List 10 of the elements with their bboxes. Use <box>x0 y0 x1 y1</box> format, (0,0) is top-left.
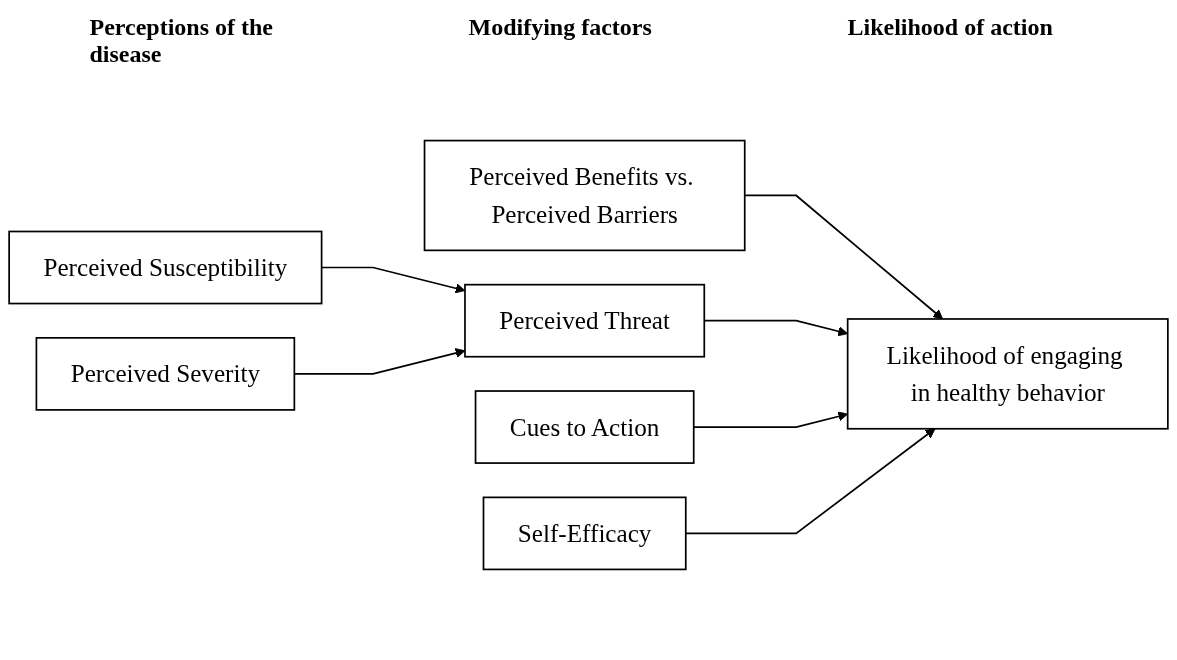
column-heading: Modifying factors <box>468 14 653 42</box>
node-box: Self-Efficacy <box>482 496 687 571</box>
node-box: Cues to Action <box>474 390 695 464</box>
node-box: Perceived Susceptibility <box>8 230 323 305</box>
node-box: Likelihood of engaging in healthy behavior <box>846 318 1169 430</box>
node-box: Perceived Severity <box>35 337 296 411</box>
node-box: Perceived Threat <box>464 283 706 358</box>
column-heading: Perceptions of the disease <box>89 14 274 60</box>
node-box: Perceived Benefits vs. Perceived Barriers <box>423 139 746 252</box>
column-heading: Likelihood of action <box>847 14 1054 42</box>
